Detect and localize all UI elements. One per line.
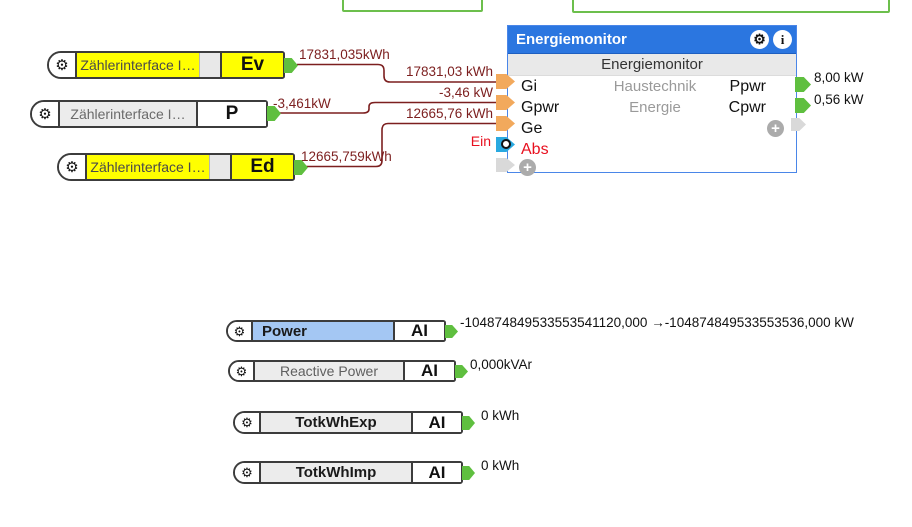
- port-p[interactable]: P: [196, 102, 266, 126]
- gear-button[interactable]: ⚙: [59, 155, 87, 179]
- gear-button[interactable]: ⚙: [228, 322, 253, 340]
- block-totkwhimp[interactable]: ⚙ TotkWhImp AI: [233, 461, 463, 484]
- output-value-totkwhimp: 0 kWh: [481, 458, 520, 473]
- block-spacer: [199, 53, 220, 77]
- gear-button[interactable]: ⚙: [230, 362, 255, 380]
- wire-value-ed: 12665,759kWh: [301, 149, 392, 164]
- gear-icon: ⚙: [753, 31, 766, 47]
- gear-icon: ⚙: [235, 363, 248, 379]
- output-connector-p[interactable]: [267, 106, 281, 121]
- input-connector-gpwr[interactable]: [496, 95, 515, 110]
- input-connector-gi[interactable]: [496, 74, 515, 89]
- energiemonitor-title: Energiemonitor: [516, 31, 627, 48]
- input-value-ge: 12665,76 kWh: [405, 106, 493, 121]
- input-port-ge[interactable]: Ge: [521, 119, 543, 137]
- port-ai[interactable]: AI: [411, 463, 461, 482]
- info-icon: i: [780, 31, 785, 47]
- block-power[interactable]: ⚙ Power AI: [226, 320, 446, 342]
- gear-button[interactable]: ⚙: [49, 53, 77, 77]
- energiemonitor-header[interactable]: Energiemonitor ⚙ i: [508, 26, 796, 54]
- output-connector-totkwhimp[interactable]: [462, 466, 475, 480]
- energiemonitor-subtitle: Energiemonitor: [508, 54, 796, 76]
- output-port-cpwr[interactable]: Cpwr: [728, 98, 766, 116]
- output-connector-ed[interactable]: [294, 160, 308, 175]
- cutoff-block-left[interactable]: [342, 0, 483, 12]
- block-label: Zählerinterface I…: [60, 102, 196, 126]
- gear-icon: ⚙: [233, 323, 246, 339]
- info-button[interactable]: i: [773, 30, 792, 49]
- input-connector-ge[interactable]: [496, 116, 515, 131]
- wire-value-p: -3,461kW: [273, 96, 331, 111]
- block-spacer: [209, 155, 230, 179]
- port-ai[interactable]: AI: [411, 413, 461, 432]
- abs-link-ring[interactable]: [501, 139, 511, 149]
- block-totkwhexp[interactable]: ⚙ TotkWhExp AI: [233, 411, 463, 434]
- gear-icon: ⚙: [55, 56, 69, 74]
- gear-icon: ⚙: [65, 158, 79, 176]
- output-value-cpwr: 0,56 kW: [814, 92, 864, 107]
- block-label: Zählerinterface I…: [77, 53, 199, 77]
- block-label: TotkWhExp: [261, 413, 411, 432]
- block-energiemonitor[interactable]: Energiemonitor ⚙ i Energiemonitor Gi Hau…: [507, 25, 797, 176]
- plus-icon: +: [523, 159, 532, 176]
- input-value-abs: Ein: [470, 133, 491, 149]
- output-connector-ppwr[interactable]: [795, 77, 811, 92]
- input-connector-spare[interactable]: [496, 158, 515, 172]
- settings-button[interactable]: ⚙: [750, 30, 769, 49]
- input-value-gi: 17831,03 kWh: [405, 64, 493, 79]
- gear-button[interactable]: ⚙: [235, 413, 261, 432]
- block-label: Zählerinterface I…: [87, 155, 209, 179]
- output-connector-spare[interactable]: [791, 118, 806, 131]
- input-port-abs[interactable]: Abs: [521, 140, 549, 158]
- meta-energie: Energie: [629, 99, 681, 116]
- gear-button[interactable]: ⚙: [32, 102, 60, 126]
- port-ev[interactable]: Ev: [220, 53, 283, 77]
- block-zaehlerinterface-ev[interactable]: ⚙ Zählerinterface I… Ev: [47, 51, 285, 79]
- output-value-ppwr: 8,00 kW: [814, 70, 864, 85]
- block-reactive-power[interactable]: ⚙ Reactive Power AI: [228, 360, 456, 382]
- output-connector-totkwhexp[interactable]: [462, 416, 475, 430]
- gear-icon: ⚙: [38, 105, 52, 123]
- port-ai[interactable]: AI: [403, 361, 454, 380]
- input-port-gi[interactable]: Gi: [521, 77, 537, 95]
- plus-icon: +: [771, 120, 780, 137]
- block-label: Reactive Power: [255, 362, 403, 380]
- wire-value-ev: 17831,035kWh: [299, 47, 390, 62]
- output-connector-power[interactable]: [445, 325, 458, 338]
- cutoff-block-right[interactable]: [572, 0, 890, 13]
- input-port-gpwr[interactable]: Gpwr: [521, 98, 560, 116]
- port-ed[interactable]: Ed: [230, 155, 293, 179]
- block-label: TotkWhImp: [261, 463, 411, 482]
- output-connector-ev[interactable]: [284, 58, 298, 73]
- output-connector-reactive-power[interactable]: [455, 365, 468, 378]
- gear-icon: ⚙: [241, 415, 253, 430]
- port-ai[interactable]: AI: [393, 321, 444, 340]
- output-connector-cpwr[interactable]: [795, 98, 811, 113]
- output-value-reactive-power: 0,000kVAr: [470, 357, 533, 372]
- gear-button[interactable]: ⚙: [235, 463, 261, 482]
- block-zaehlerinterface-ed[interactable]: ⚙ Zählerinterface I… Ed: [57, 153, 295, 181]
- output-value-totkwhexp: 0 kWh: [481, 408, 520, 423]
- add-input-button[interactable]: +: [519, 159, 536, 176]
- add-output-button[interactable]: +: [767, 120, 784, 137]
- output-port-ppwr[interactable]: Ppwr: [729, 77, 766, 95]
- input-value-gpwr: -3,46 kW: [438, 85, 493, 100]
- meta-haustechnik: Haustechnik: [613, 78, 697, 95]
- output-value-power: -104874849533553541120,000 →-10487484953…: [460, 315, 854, 330]
- gear-icon: ⚙: [241, 465, 253, 480]
- block-label: Power: [253, 322, 393, 340]
- block-zaehlerinterface-p[interactable]: ⚙ Zählerinterface I… P: [30, 100, 268, 128]
